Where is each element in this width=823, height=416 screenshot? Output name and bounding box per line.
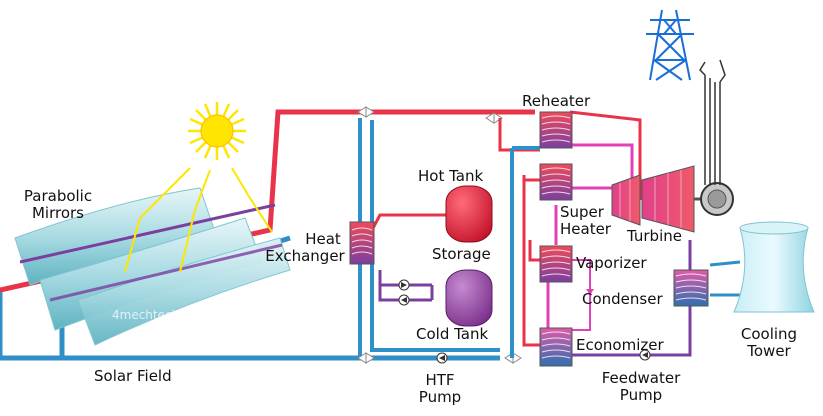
label-turbine: Turbine (627, 227, 682, 245)
label-cold-tank: Cold Tank (416, 325, 489, 343)
label-htf-pump: HTF Pump (418, 371, 462, 406)
htf-pump-icon (436, 352, 448, 364)
transmission-line (699, 59, 726, 185)
label-vaporizer: Vaporizer (576, 254, 647, 272)
label-super-heater: Super Heater (560, 203, 611, 238)
valve-icon (357, 106, 375, 118)
label-feedwater-pump: Feedwater Pump (601, 369, 681, 404)
label-heat-exchanger: Heat Exchanger (265, 230, 345, 265)
cold-tank (445, 269, 493, 327)
watermark: 4mechtech.blogspot.com (112, 308, 265, 322)
label-economizer: Economizer (576, 336, 664, 354)
htf-pump-small-icon (398, 279, 410, 306)
label-reheater: Reheater (522, 92, 591, 110)
heat-exchanger (349, 213, 450, 302)
label-condenser: Condenser (582, 290, 663, 308)
vaporizer (539, 245, 573, 283)
cooling-tower (733, 221, 815, 313)
sun-icon (124, 102, 273, 273)
turbine (611, 165, 702, 233)
label-cooling-tower: Cooling Tower (740, 325, 798, 360)
condenser (673, 269, 709, 307)
power-tower-icon (646, 9, 694, 81)
power-block-piping (498, 110, 741, 358)
flow-arrow-icon (586, 289, 594, 295)
parabolic-mirrors (14, 187, 291, 346)
hot-tank (445, 185, 493, 243)
reheater (539, 111, 573, 149)
label-hot-tank: Hot Tank (418, 167, 484, 185)
label-storage: Storage (432, 245, 491, 263)
economizer (539, 327, 573, 367)
feedwater-pump-icon (639, 349, 651, 361)
valve-icon (485, 112, 503, 124)
label-solar-field: Solar Field (94, 367, 172, 385)
label-parabolic-mirrors: Parabolic Mirrors (23, 187, 93, 222)
generator-icon (700, 182, 734, 216)
super-heater (539, 163, 573, 201)
valve-icon (357, 352, 375, 364)
